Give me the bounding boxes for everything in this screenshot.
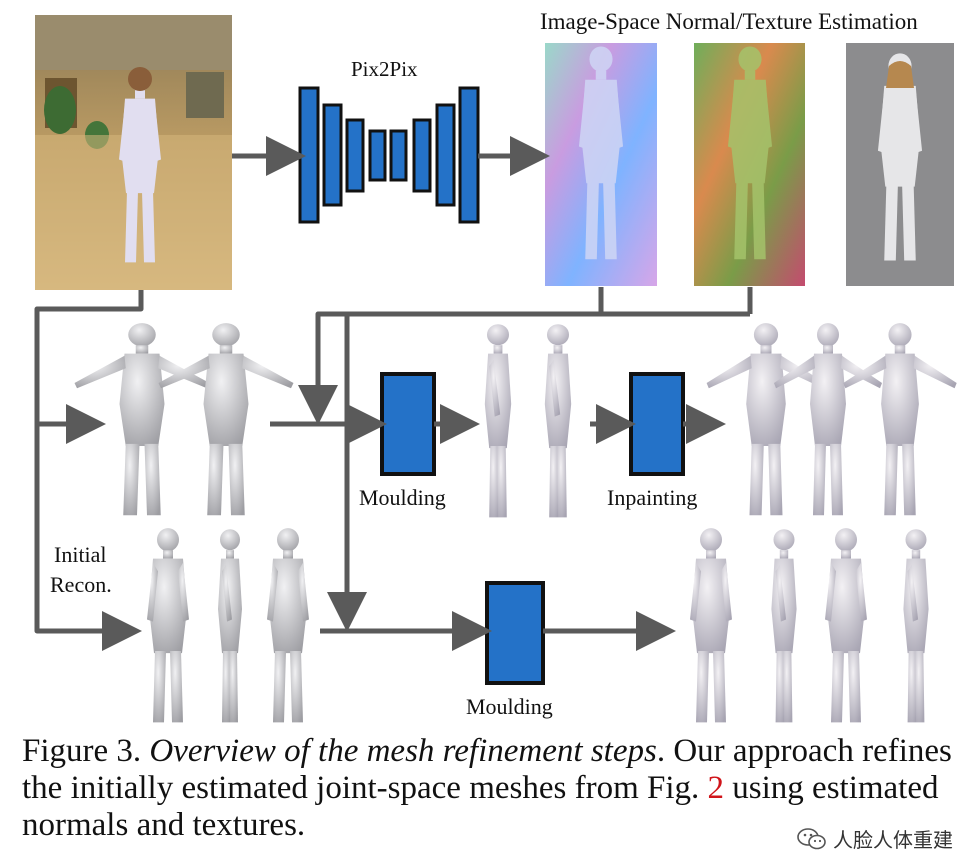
- mesh-refinement-diagram: [0, 0, 971, 730]
- caption-figure-ref[interactable]: 2: [708, 770, 725, 806]
- moulding-block-bottom: [487, 583, 543, 683]
- wechat-icon: [797, 827, 827, 851]
- caption-title: Overview of the mesh refinement steps: [149, 733, 656, 769]
- moulded-mesh-tpose: [485, 324, 571, 517]
- moulding-label-bottom: Moulding: [466, 694, 553, 720]
- moulding-block-top: [382, 374, 434, 474]
- caption-prefix: Figure 3.: [22, 733, 141, 769]
- inpainting-block: [631, 374, 683, 474]
- input-photo: [35, 15, 232, 290]
- pix2pix-label: Pix2Pix: [351, 57, 418, 82]
- inpainting-label: Inpainting: [607, 485, 697, 511]
- final-textured-meshes: [690, 528, 929, 722]
- moulding-label-top: Moulding: [359, 485, 446, 511]
- back-texture-image: [846, 43, 954, 286]
- inpainted-mesh-tpose: [707, 323, 957, 515]
- texture-map-image: [694, 43, 805, 286]
- initial-mesh-apose: [147, 528, 309, 722]
- watermark: 人脸人体重建: [797, 824, 953, 853]
- watermark-text: 人脸人体重建: [833, 824, 953, 853]
- normal-texture-estimation-label: Image-Space Normal/Texture Estimation: [540, 9, 918, 35]
- initial-recon-label-line2: Recon.: [50, 572, 112, 598]
- initial-recon-label-line1: Initial: [54, 542, 107, 568]
- pix2pix-network: [300, 88, 478, 222]
- initial-mesh-tpose: [75, 323, 294, 515]
- normal-map-image: [545, 43, 657, 286]
